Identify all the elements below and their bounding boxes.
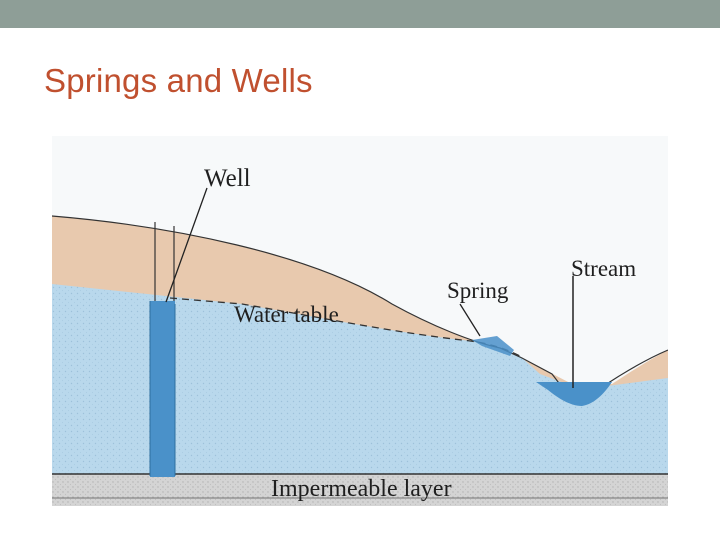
spring-leader-line: [459, 303, 481, 337]
groundwater-diagram: Well Spring Stream Water table Impermeab…: [52, 136, 668, 506]
well-label: Well: [204, 165, 251, 192]
water-table-label: Water table: [234, 302, 339, 327]
well-water-column: [150, 301, 175, 477]
impermeable-texture: [52, 474, 668, 506]
diagram-svg: Well Spring Stream Water table Impermeab…: [52, 136, 668, 506]
slide-title: Springs and Wells: [44, 62, 313, 99]
spring-label: Spring: [447, 278, 509, 303]
well-leader-line: [165, 187, 208, 303]
stream-water: [536, 382, 612, 406]
impermeable-layer-label: Impermeable layer: [271, 476, 452, 502]
spring-outflow: [472, 336, 514, 356]
groundwater-texture: [52, 284, 668, 506]
top-bar: [0, 0, 720, 28]
stream-label: Stream: [571, 256, 636, 281]
